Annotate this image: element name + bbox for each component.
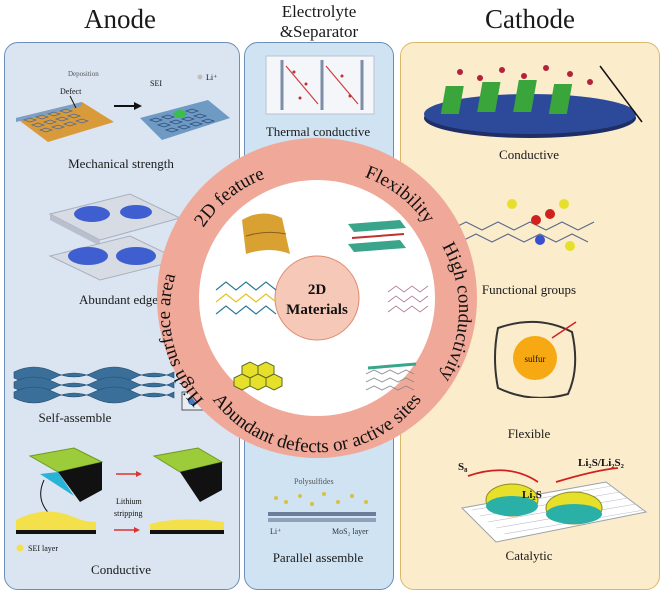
thermal-conductive-figure [262, 52, 378, 118]
deposition-label: Deposition [68, 70, 99, 78]
center-ring-diagram: 2D Materials 2D feature Flexibility High… [142, 118, 492, 478]
li-plus-label-electrolyte: Li⁺ [270, 527, 281, 536]
flexible-figure: sulfur [492, 318, 578, 398]
lithium-label: Lithium [116, 497, 143, 506]
center-title-line1: 2D [308, 282, 327, 298]
electrolyte-caption-parallel-assemble: Parallel assemble [244, 550, 392, 566]
li2s-label: Li₂S [522, 489, 542, 501]
defect-label: Defect [60, 87, 82, 96]
stripping-label: stripping [114, 509, 142, 518]
anode-caption-self-assemble: Self-assemble [10, 410, 140, 426]
li2s-li2s2-label: Li₂S/Li₂S₂ [578, 457, 625, 469]
center-disc [275, 256, 359, 340]
sulfur-label: sulfur [525, 354, 546, 364]
parallel-assemble-figure: Polysulfides Li⁺ MoS₂ layer [262, 472, 382, 542]
electrolyte-header-line1: Electrolyte [250, 2, 388, 22]
sei-label: SEI [150, 79, 162, 88]
cathode-caption-catalytic: Catalytic [400, 548, 658, 564]
cathode-header: Cathode [460, 4, 600, 35]
mos2-layer-label: MoS₂ layer [332, 527, 369, 536]
graphene-sheet-defect [16, 102, 114, 142]
sei-layer-label: SEI layer [28, 544, 58, 553]
anode-header: Anode [60, 4, 180, 35]
anode-caption-conductive: Conductive [4, 562, 238, 578]
polysulfides-label: Polysulfides [294, 477, 334, 486]
center-title-line2: Materials [286, 302, 348, 318]
li-plus-label: Li⁺ [206, 73, 217, 82]
electrolyte-header-line2: &Separator [250, 22, 388, 42]
